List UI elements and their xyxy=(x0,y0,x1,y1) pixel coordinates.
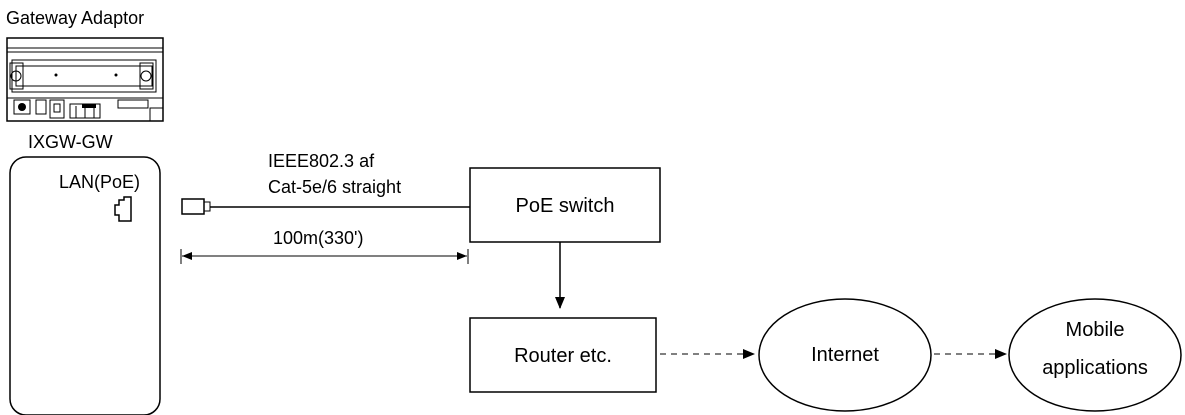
mobile-apps-ellipse xyxy=(1008,298,1182,412)
router-box xyxy=(469,317,657,393)
max-length-label: 100m(330') xyxy=(273,228,363,248)
poe-switch-box xyxy=(469,167,661,243)
poe-switch-label: PoE switch xyxy=(516,195,615,217)
rj45-plug-icon xyxy=(181,198,211,215)
internet-label: Internet xyxy=(811,344,879,366)
mobile-label-line1: Mobile xyxy=(1066,319,1125,341)
port-label: LAN(PoE) xyxy=(59,172,140,192)
length-dimension xyxy=(180,249,469,264)
cable-standard-label: IEEE802.3 af xyxy=(268,151,375,171)
mobile-label-line2: applications xyxy=(1042,357,1148,379)
cable-type-label: Cat-5e/6 straight xyxy=(268,177,401,197)
router-label: Router etc. xyxy=(514,345,612,367)
model-label: IXGW-GW xyxy=(28,132,113,152)
gateway-adaptor-illustration xyxy=(6,37,164,122)
lan-port-icon xyxy=(114,196,132,222)
adaptor-title: Gateway Adaptor xyxy=(6,8,144,28)
internet-ellipse xyxy=(758,298,932,412)
adaptor-body xyxy=(9,156,161,415)
